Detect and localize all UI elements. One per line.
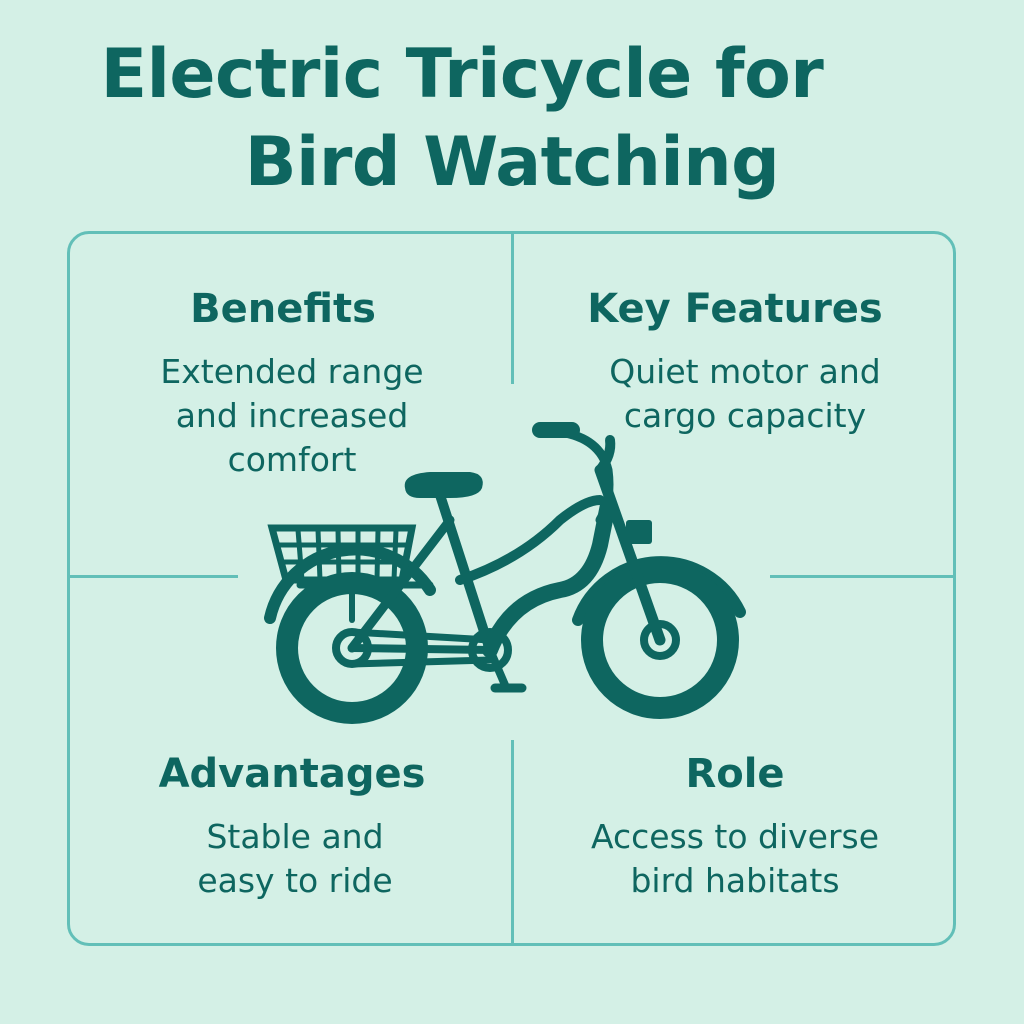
key-features-text: Quiet motor and cargo capacity xyxy=(525,350,965,438)
electric-tricycle-icon xyxy=(264,422,746,724)
role-heading: Role xyxy=(685,751,785,797)
key-features-line-2: cargo capacity xyxy=(623,396,867,435)
benefits-line-1: Extended range xyxy=(160,352,424,391)
advantages-line-1: Stable and xyxy=(206,817,384,856)
page-title-line-2: Bird Watching xyxy=(244,123,780,202)
benefits-heading: Benefits xyxy=(190,286,376,332)
role-line-2: bird habitats xyxy=(630,861,840,900)
divider-top-vertical xyxy=(511,234,514,384)
benefits-line-3: comfort xyxy=(227,440,357,479)
benefits-text: Extended range and increased comfort xyxy=(72,350,512,482)
key-features-line-1: Quiet motor and xyxy=(609,352,881,391)
page-title-line-1: Electric Tricycle for xyxy=(100,35,824,114)
divider-bottom-vertical xyxy=(511,740,514,945)
benefits-line-2: and increased xyxy=(175,396,409,435)
role-text: Access to diverse bird habitats xyxy=(515,815,955,903)
key-features-heading: Key Features xyxy=(587,286,883,332)
advantages-line-2: easy to ride xyxy=(197,861,393,900)
divider-right-horizontal xyxy=(770,575,954,578)
role-line-1: Access to diverse xyxy=(590,817,880,856)
divider-left-horizontal xyxy=(70,575,238,578)
advantages-text: Stable and easy to ride xyxy=(75,815,515,903)
advantages-heading: Advantages xyxy=(158,751,426,797)
